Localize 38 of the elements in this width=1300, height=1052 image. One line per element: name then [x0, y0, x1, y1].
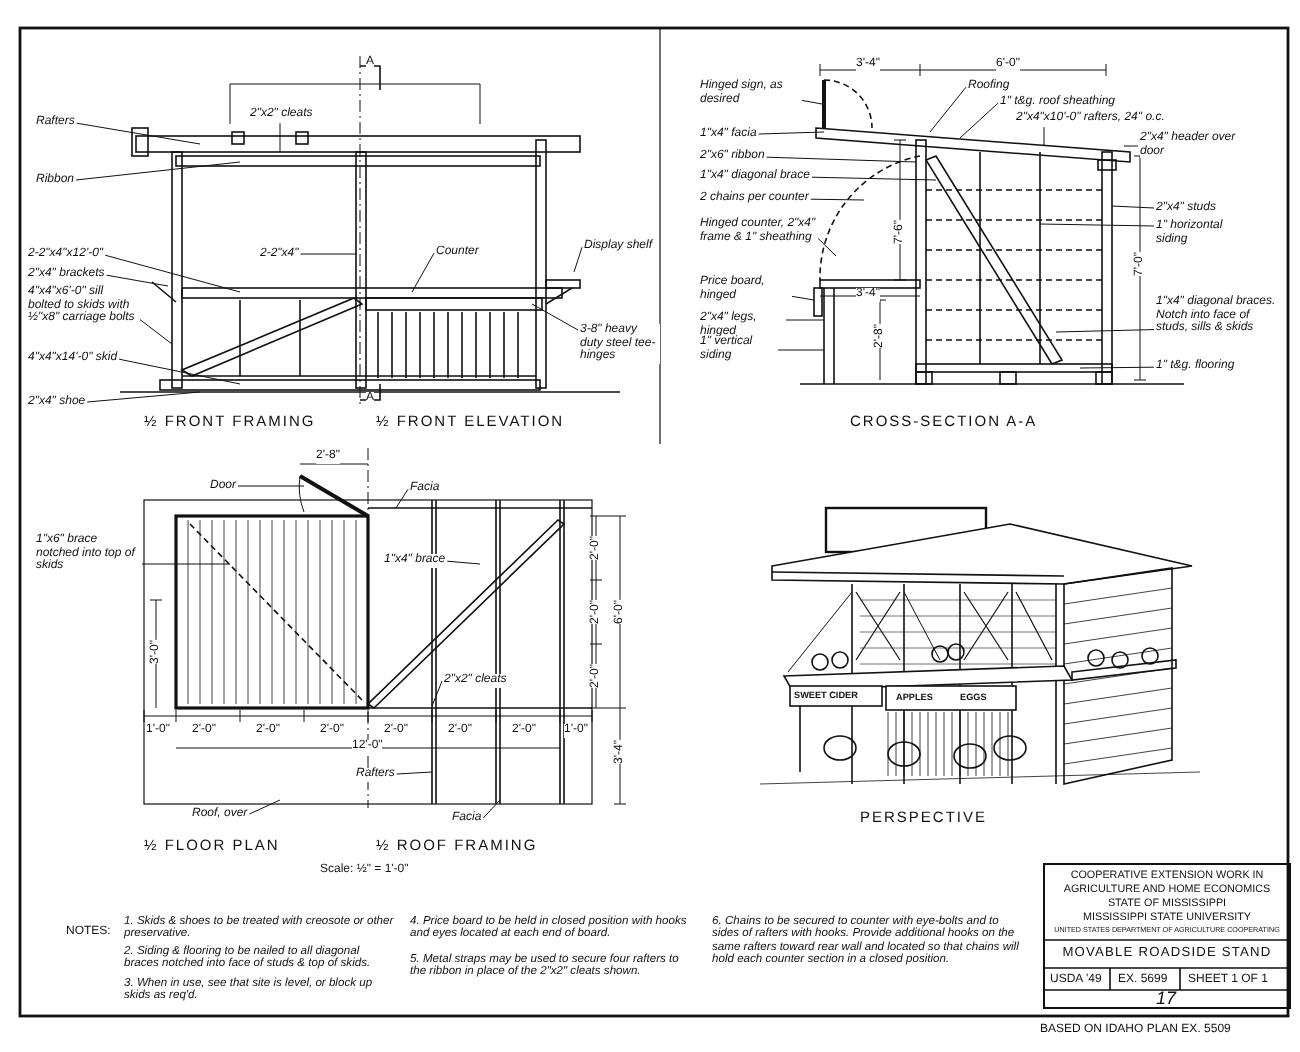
- leader-line: [106, 274, 169, 287]
- leader-line: [817, 237, 837, 257]
- leader-line: [104, 254, 241, 293]
- leader-line: [1043, 126, 1045, 147]
- leader-line: [1123, 145, 1139, 147]
- leader-line: [237, 485, 305, 487]
- leader-line: [1039, 223, 1155, 227]
- leader-line: [1079, 366, 1155, 369]
- leader-line: [1055, 329, 1155, 333]
- leader-line: [411, 252, 435, 293]
- leader-line: [929, 86, 967, 133]
- leader-line: [248, 799, 281, 815]
- leader-line: [86, 391, 201, 403]
- leader-line: [446, 560, 481, 565]
- leader-line: [573, 246, 583, 273]
- leader-line: [811, 176, 937, 181]
- leader-line: [766, 156, 917, 163]
- leader-line: [118, 358, 241, 385]
- leader-line: [431, 680, 443, 707]
- leader-line: [75, 161, 241, 181]
- leader-line: [139, 319, 173, 345]
- leader-line: [777, 349, 825, 351]
- leader-line: [791, 295, 815, 301]
- leader-line: [76, 122, 201, 145]
- leader-line: [785, 319, 825, 321]
- leader-line: [801, 99, 823, 105]
- leader-line: [959, 102, 999, 139]
- leader-line: [396, 771, 433, 775]
- leader-line: [1111, 205, 1155, 209]
- leader-line: [810, 198, 865, 201]
- leader-line: [141, 563, 231, 565]
- leader-line: [395, 488, 409, 509]
- leader-line: [531, 303, 579, 331]
- leader-line: [758, 131, 825, 135]
- leader-line: [279, 122, 281, 153]
- leader-line: [300, 253, 357, 255]
- handwritten-number: 17: [1156, 988, 1177, 1008]
- leader-line: [482, 799, 501, 819]
